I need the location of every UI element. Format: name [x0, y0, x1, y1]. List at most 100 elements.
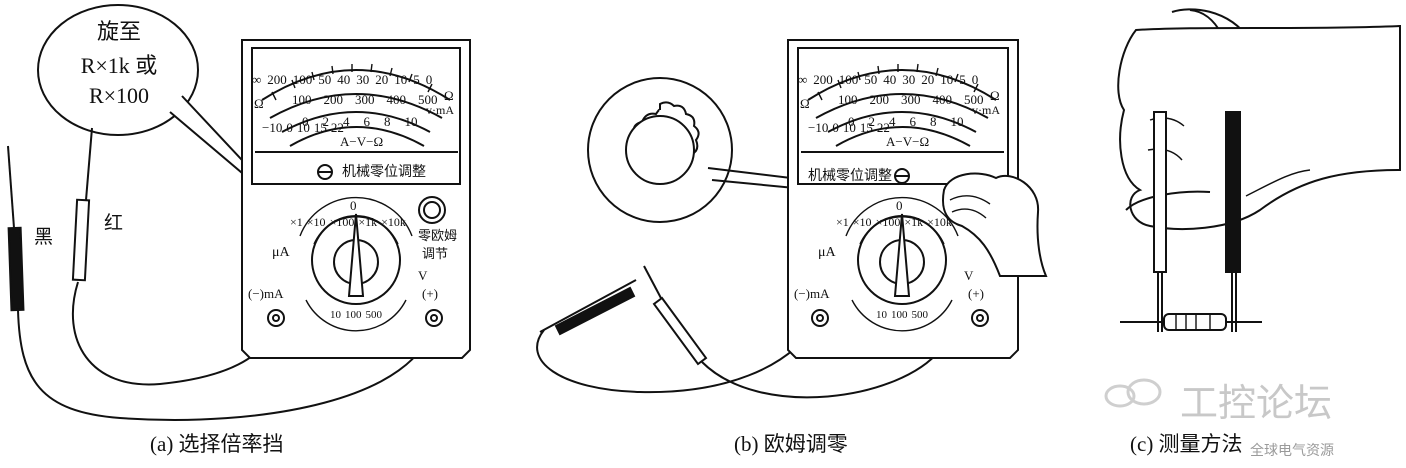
ohm-scale-a-tick: 30	[356, 72, 369, 87]
low-scale-a-tick: 6	[364, 114, 371, 129]
vma-label: v·mA	[426, 103, 454, 117]
ring-bottom-b-tick: 10	[876, 309, 888, 321]
ohm-scale-b-tick: 30	[902, 72, 915, 87]
caption-a: (a) 选择倍率挡	[150, 432, 284, 456]
low-scale-a-tick: 4	[343, 114, 350, 129]
multimeter-b	[787, 39, 1019, 359]
db-scale-a-tick: −10	[262, 120, 282, 135]
mid-scale-b: 100 200 300 400 500	[838, 92, 984, 107]
ma-label-b: (−)mA	[794, 286, 830, 301]
ohm-scale-a-tick: 50	[318, 72, 331, 87]
ma-label: (−)mA	[248, 286, 284, 301]
multimeter-a	[241, 39, 471, 359]
ohm-scale-a-tick: 40	[337, 72, 350, 87]
ring-bottom-a-tick: 10	[330, 309, 342, 321]
black-probe	[7, 145, 435, 421]
ring-bottom-b-tick: 500	[912, 309, 929, 321]
ua-label: μA	[272, 245, 291, 260]
db-scale-b-tick: 22	[877, 120, 890, 135]
db-scale-b-tick: 15	[860, 120, 873, 135]
ohm-scale-b-tick: ∞	[798, 72, 807, 87]
dial-ranges-b-tick: ×100	[876, 215, 901, 229]
ohm-scale-b-tick: 50	[864, 72, 877, 87]
ohm-scale-b-tick: 200	[813, 72, 833, 87]
ohm-scale-a-tick: 0	[426, 72, 433, 87]
low-scale-b-tick: 6	[910, 114, 917, 129]
mid-scale-a-tick: 200	[324, 92, 344, 107]
mid-scale-b-tick: 100	[838, 92, 858, 107]
ohm-scale-b-tick: 0	[972, 72, 979, 87]
caption-c: (c) 测量方法	[1130, 432, 1243, 456]
ring-bottom-b-tick: 100	[891, 309, 908, 321]
hand-b	[942, 172, 1048, 277]
ohm-scale-a-tick: 100	[293, 72, 313, 87]
ring-bottom-a-tick: 500	[366, 309, 383, 321]
db-scale-a: −10 0 10 15 22	[262, 120, 344, 135]
ohm-scale-b-tick: 10	[940, 72, 953, 87]
zero-knob-zoom	[587, 77, 941, 223]
ohm-scale-b-tick: 5	[959, 72, 966, 87]
dial-ranges-a-tick: ×10k	[381, 215, 406, 229]
dial-ranges-b-tick: ×1	[836, 215, 849, 229]
low-scale-a-tick: 0	[302, 114, 309, 129]
low-scale-b-tick: 8	[930, 114, 937, 129]
mid-scale-b-tick: 200	[870, 92, 890, 107]
db-scale-a-tick: 15	[314, 120, 327, 135]
ring-bottom-a-tick: 100	[345, 309, 362, 321]
dial-ranges-a-tick: ×10	[307, 215, 326, 229]
db-scale-a-tick: 0	[286, 120, 293, 135]
vma-label-b: v·mA	[972, 103, 1000, 117]
ohm-scale-a-tick: 10	[394, 72, 407, 87]
mid-scale-a-tick: 100	[292, 92, 312, 107]
ohm-scale-a-tick: 200	[267, 72, 287, 87]
bubble-line-1: 旋至	[96, 19, 141, 44]
db-scale-a-tick: 10	[297, 120, 310, 135]
caption-b: (b) 欧姆调零	[734, 432, 848, 456]
mech-zero-label-b: 机械零位调整	[808, 168, 892, 184]
ua-label-b: μA	[818, 245, 837, 260]
mid-scale-a-tick: 400	[387, 92, 407, 107]
dial-ranges-b-tick: ×10	[853, 215, 872, 229]
low-scale-a-tick: 2	[323, 114, 330, 129]
mid-scale-a-tick: 500	[418, 92, 438, 107]
ohm-left-b: Ω	[800, 96, 810, 111]
low-scale-b-tick: 10	[951, 114, 964, 129]
mid-scale-b-tick: 500	[964, 92, 984, 107]
red-probe-label: 红	[104, 212, 124, 234]
mid-scale-b-tick: 400	[933, 92, 953, 107]
ohm-right: Ω	[444, 88, 454, 103]
low-scale-a-tick: 8	[384, 114, 391, 129]
ohm-scale-a-tick: ∞	[252, 72, 261, 87]
dial-ranges-a-tick: ×1	[290, 215, 303, 229]
low-scale-b-tick: 4	[889, 114, 896, 129]
range-callout-bubble	[37, 4, 199, 136]
mid-scale-b-tick: 300	[901, 92, 921, 107]
plus-label-b: (+)	[968, 286, 984, 301]
ohm-scale-b-tick: 100	[839, 72, 859, 87]
dial-ranges-a-tick: ×1k	[358, 215, 377, 229]
low-scale-a-tick: 10	[405, 114, 418, 129]
forum-logo	[1104, 378, 1162, 408]
db-scale-b-tick: −10	[808, 120, 828, 135]
v-label: V	[418, 268, 428, 283]
db-scale-b-tick: 0	[832, 120, 839, 135]
db-scale-a-tick: 22	[331, 120, 344, 135]
dial-ranges-b: ×1×10×100×1k×10k	[836, 215, 952, 229]
watermark-sub: 全球电气资源	[1250, 443, 1334, 459]
avo-label: A−V−Ω	[340, 134, 383, 149]
ohm-right-b: Ω	[990, 88, 1000, 103]
dial-ranges-b-tick: ×1k	[904, 215, 923, 229]
avo-label-b: A−V−Ω	[886, 134, 929, 149]
dial-zero-b: 0	[896, 198, 903, 213]
ohm-scale-b-tick: 20	[921, 72, 934, 87]
mid-scale-a-tick: 300	[355, 92, 375, 107]
dial-ranges-a-tick: ×100	[330, 215, 355, 229]
black-probe-label: 黑	[34, 226, 54, 248]
